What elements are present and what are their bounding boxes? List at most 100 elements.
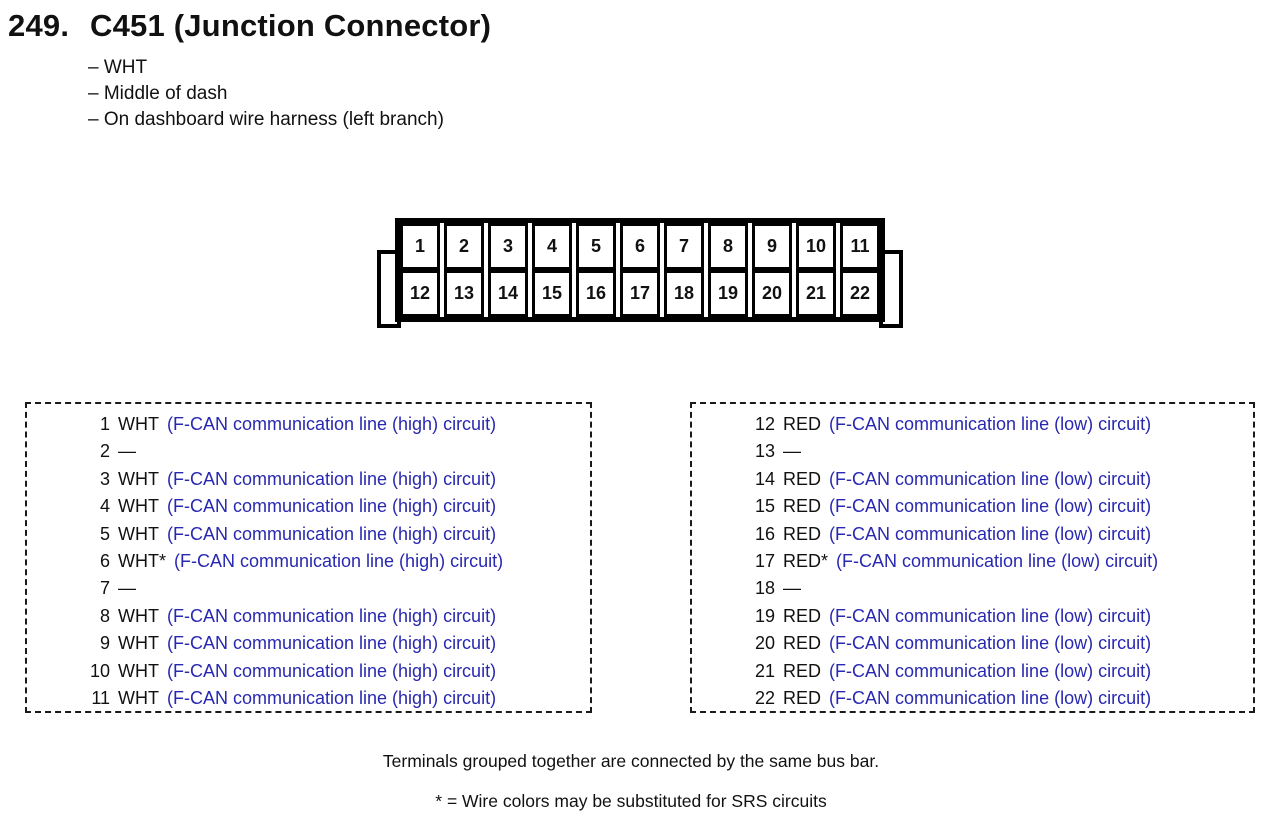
- wire-color: WHT*: [118, 551, 166, 572]
- connector-pin-cell: 2: [444, 223, 484, 270]
- wire-color: RED: [783, 605, 822, 626]
- note-bus-bar: Terminals grouped together are connected…: [382, 751, 880, 771]
- connector-pin-cell: 17: [620, 270, 660, 317]
- pin-number: 1: [99, 414, 110, 434]
- connector-pin-cell: 1: [400, 223, 440, 270]
- connector-body: 1 2 3 4 5 6 7 8 9 10 11 12 13 14 15 16 1…: [395, 218, 885, 322]
- wire-color: RED: [783, 523, 822, 544]
- pin-row: 6 WHT* (F-CAN communication line (high) ci…: [27, 548, 590, 575]
- pin-row: 7—: [27, 575, 590, 602]
- pin-row: 4 WHT (F-CAN communication line (high) cir…: [27, 493, 590, 520]
- circuit-description: (F-CAN communication line (high) circuit…: [166, 468, 497, 489]
- pin-row: 2—: [27, 438, 590, 465]
- pin-number: 10: [89, 660, 110, 681]
- connector-diagram: 1 2 3 4 5 6 7 8 9 10 11 12 13 14 15 16 1…: [377, 218, 903, 330]
- pin-number: 12: [754, 414, 775, 434]
- connector-pin-cell: 13: [444, 270, 484, 317]
- pin-number: 22: [754, 688, 775, 709]
- circuit-description: (F-CAN communication line (high) circuit…: [174, 551, 504, 572]
- pin-row: 18 —: [692, 575, 1253, 602]
- pin-number: 17: [754, 551, 775, 572]
- connector-name: C451 (Junction Connector): [90, 8, 492, 43]
- circuit-description: (F-CAN communication line (high) circuit…: [166, 605, 497, 626]
- wire-color: RED: [783, 660, 822, 681]
- circuit-description: (F-CAN communication line (low) circuit): [829, 468, 1152, 489]
- pin-number: 16: [754, 523, 775, 544]
- pin-number: 13: [754, 441, 775, 462]
- bullet-harness: – On dashboard wire harness (left branch…: [88, 109, 444, 130]
- pin-number: 7: [99, 578, 110, 599]
- pin-row: 17 RED* (F-CAN communication line (low) ci…: [692, 548, 1253, 575]
- pin-row: 19 RED (F-CAN communication line (low) cir…: [692, 603, 1253, 630]
- circuit-description: (F-CAN communication line (high) circuit…: [166, 496, 497, 517]
- connector-pin-cell: 21: [796, 270, 836, 317]
- circuit-description: (F-CAN communication line (high) circuit…: [166, 523, 497, 544]
- connector-pin-cell: 12: [400, 270, 440, 317]
- wire-color: RED: [783, 633, 822, 654]
- connector-pin-cell: 11: [840, 223, 880, 270]
- pin-number: 14: [754, 468, 775, 489]
- connector-pin-cell: 16: [576, 270, 616, 317]
- page-title: 249. C451 (Junction Connector): [8, 8, 491, 44]
- circuit-description: (F-CAN communication line (high) circuit…: [166, 660, 497, 681]
- pin-number: 18: [754, 578, 775, 599]
- pin-number: 11: [91, 688, 110, 709]
- pin-row: 15 RED (F-CAN communication line (low) cir…: [692, 493, 1253, 520]
- pin-number: 3: [99, 468, 110, 489]
- pin-row: 12 RED (F-CAN communication line (low) cir…: [692, 411, 1253, 438]
- wire-color: —: [118, 578, 136, 599]
- connector-pin-cell: 19: [708, 270, 748, 317]
- wire-color: —: [118, 441, 136, 462]
- connector-pin-cell: 9: [752, 223, 792, 270]
- connector-pin-cell: 20: [752, 270, 792, 317]
- bullet-location: – Middle of dash: [88, 83, 228, 104]
- circuit-description: (F-CAN communication line (low) circuit): [829, 496, 1152, 517]
- pin-number: 15: [754, 496, 775, 517]
- bullet-wire-color: – WHT: [88, 57, 148, 78]
- connector-pin-cell: 8: [708, 223, 748, 270]
- wire-color: RED: [783, 496, 822, 517]
- pin-number: 4: [99, 496, 110, 517]
- circuit-description: (F-CAN communication line (low) circuit): [829, 605, 1152, 626]
- connector-pin-cell: 10: [796, 223, 836, 270]
- connector-pin-cell: 4: [532, 223, 572, 270]
- connector-pin-cell: 7: [664, 223, 704, 270]
- pin-number: 20: [754, 633, 775, 654]
- wire-color: —: [783, 578, 801, 599]
- wire-color: RED*: [783, 551, 829, 572]
- pin-number: 9: [99, 633, 110, 654]
- wire-color: RED: [783, 414, 822, 434]
- circuit-description: (F-CAN communication line (low) circuit): [829, 688, 1152, 709]
- connector-pin-cell: 18: [664, 270, 704, 317]
- section-number: 249.: [8, 8, 70, 43]
- connector-pin-cell: 22: [840, 270, 880, 317]
- wire-color: —: [783, 441, 801, 462]
- connector-pin-cell: 3: [488, 223, 528, 270]
- pin-number: 6: [99, 551, 110, 572]
- pin-number: 21: [754, 660, 775, 681]
- wire-color: WHT: [118, 633, 159, 654]
- connector-pin-cell: 14: [488, 270, 528, 317]
- wire-color: RED: [783, 688, 822, 709]
- pin-number: 19: [754, 605, 775, 626]
- circuit-description: (F-CAN communication line (high) circuit…: [166, 414, 497, 434]
- pin-row: 21 RED (F-CAN communication line (low) cir…: [692, 658, 1253, 685]
- circuit-description: (F-CAN communication line (high) circuit…: [166, 688, 497, 709]
- connector-pin-cell: 6: [620, 223, 660, 270]
- circuit-description: (F-CAN communication line (low) circuit): [829, 660, 1152, 681]
- wire-color: WHT: [118, 496, 159, 517]
- circuit-description: (F-CAN communication line (low) circuit): [836, 551, 1159, 572]
- wire-color: WHT: [118, 414, 159, 434]
- note-srs-asterisk: * = Wire colors may be substituted for S…: [435, 791, 827, 811]
- pin-row: 1 WHT (F-CAN communication line (high) cir…: [27, 411, 590, 438]
- pin-row: 13 —: [692, 438, 1253, 465]
- circuit-description: (F-CAN communication line (low) circuit): [829, 414, 1152, 434]
